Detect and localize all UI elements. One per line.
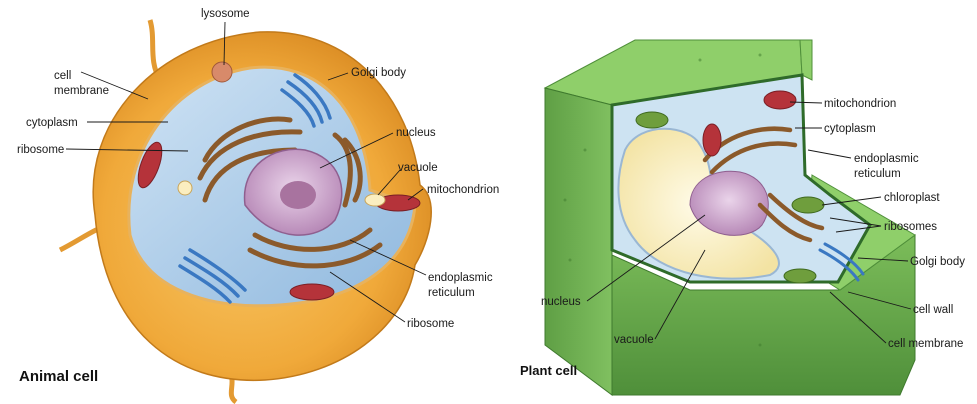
label-golgi-body-animal: Golgi body [351, 67, 406, 79]
label-nucleus-animal: nucleus [396, 127, 436, 139]
plant-cell-illustration [545, 40, 915, 395]
animal-lysosome-shape [212, 62, 232, 82]
label-cell-membrane-plant: cell membrane [888, 338, 963, 350]
label-cytoplasm-plant: cytoplasm [824, 123, 876, 135]
label-lysosome: lysosome [201, 8, 250, 20]
plant-cell-title: Plant cell [520, 363, 577, 378]
plant-cell-wall-shape [545, 88, 612, 395]
label-nucleus-plant: nucleus [541, 296, 581, 308]
label-ribosomes: ribosomes [884, 221, 937, 233]
label-chloroplast: chloroplast [884, 192, 940, 204]
label-mitochondrion-plant: mitochondrion [824, 98, 896, 110]
label-vacuole-plant: vacuole [614, 334, 654, 346]
label-cell-membrane-line2: membrane [54, 85, 109, 97]
label-golgi-body-plant: Golgi body [910, 256, 965, 268]
label-er-plant-line1: endoplasmic [854, 153, 919, 165]
label-er-plant-line2: reticulum [854, 168, 901, 180]
label-cell-wall: cell wall [913, 304, 953, 316]
label-er-animal-line1: endoplasmic [428, 272, 493, 284]
label-cell-membrane-line1: cell [54, 70, 71, 82]
animal-cell-title: Animal cell [19, 368, 98, 385]
label-mitochondrion-animal: mitochondrion [427, 184, 499, 196]
label-ribosome-animal-bottom: ribosome [407, 318, 454, 330]
label-er-animal-line2: reticulum [428, 287, 475, 299]
label-vacuole-animal: vacuole [398, 162, 438, 174]
animal-vacuole-shape [365, 194, 385, 206]
label-cytoplasm-animal: cytoplasm [26, 117, 78, 129]
label-ribosome-animal: ribosome [17, 144, 64, 156]
